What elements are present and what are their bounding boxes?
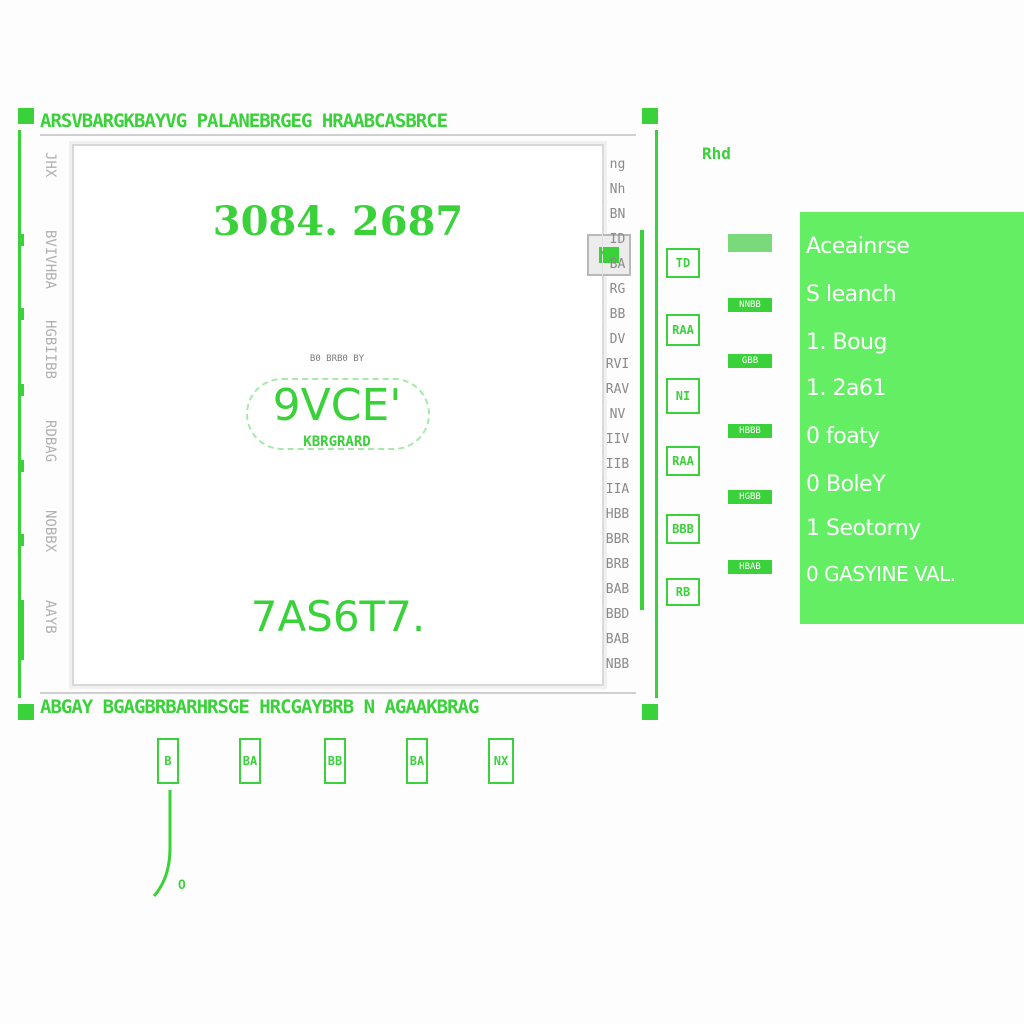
frame-right-border bbox=[655, 130, 658, 698]
left-ruler-label: HGBIIBB bbox=[42, 320, 58, 380]
right-ruler-label: DV bbox=[602, 329, 632, 351]
ruler-marker bbox=[18, 600, 24, 660]
right-ruler-label: BN bbox=[602, 204, 632, 226]
ruler-marker bbox=[18, 308, 24, 320]
right-ruler-label: NBB bbox=[602, 654, 632, 676]
right-ruler-label: RAV bbox=[602, 379, 632, 401]
badge-subtitle: KBRGRARD bbox=[303, 434, 371, 450]
property-chip[interactable]: HBAB bbox=[728, 560, 772, 574]
badge-outline bbox=[246, 378, 430, 450]
tool-export-icon[interactable]: RB bbox=[666, 578, 700, 606]
right-ruler-label: ng bbox=[602, 154, 632, 176]
property-chip[interactable]: GBB bbox=[728, 354, 772, 368]
legend-item[interactable]: Aceainrse bbox=[806, 234, 910, 259]
right-ruler-label: IIA bbox=[602, 479, 632, 501]
corner-handle-top-left[interactable] bbox=[18, 108, 34, 124]
bottom-tab[interactable]: NX bbox=[488, 738, 514, 784]
legend-item[interactable]: 1. Boug bbox=[806, 330, 887, 355]
corner-handle-top-right[interactable] bbox=[642, 108, 658, 124]
right-ruler-label: BA bbox=[602, 254, 632, 276]
right-ruler-label: BAB bbox=[602, 629, 632, 651]
frame-top-title: ARSVBARGKBAYVG PALANEBRGEG HRAABCASBRCE bbox=[40, 110, 448, 132]
right-ruler-label: NV bbox=[602, 404, 632, 426]
workspace-frame: ARSVBARGKBAYVG PALANEBRGEG HRAABCASBRCE … bbox=[18, 108, 658, 720]
property-chip[interactable]: HGBB bbox=[728, 490, 772, 504]
right-ruler-label: Nh bbox=[602, 179, 632, 201]
bottom-tab[interactable]: BA bbox=[239, 738, 261, 784]
color-swatch-button[interactable] bbox=[587, 234, 631, 276]
legend-item[interactable]: 0 BoleY bbox=[806, 472, 886, 497]
right-ruler-label: BAB bbox=[602, 579, 632, 601]
right-ruler-label: BBD bbox=[602, 604, 632, 626]
property-chip[interactable] bbox=[728, 234, 772, 252]
corner-handle-bottom-right[interactable] bbox=[642, 704, 658, 720]
left-ruler-label: RDBAG bbox=[42, 420, 58, 463]
left-ruler-label: JHX bbox=[42, 152, 58, 178]
tool-image-icon[interactable]: RAA bbox=[666, 314, 700, 346]
badge-title: 9VCE' bbox=[272, 380, 402, 431]
legend-item[interactable]: 0 GASYINE VAL. bbox=[806, 562, 956, 586]
left-ruler-label: NOBBX bbox=[42, 510, 58, 553]
left-ruler-label: AAYB bbox=[42, 600, 58, 634]
right-ruler-label: HBB bbox=[602, 504, 632, 526]
tool-text-icon[interactable]: TD bbox=[666, 248, 700, 278]
legend-item[interactable]: 0 foaty bbox=[806, 424, 880, 449]
canvas-headline: 3084. 2687 bbox=[212, 198, 464, 245]
corner-handle-bottom-left[interactable] bbox=[18, 704, 34, 720]
left-ruler[interactable]: JHX BVIVHBA HGBIIBB RDBAG NOBBX AAYB bbox=[18, 130, 62, 698]
legend-panel: Aceainrse S leanch 1. Boug 1. 2a61 0 foa… bbox=[800, 212, 1024, 624]
center-badge[interactable]: B0 BRB0 BY 9VCE' KBRGRARD bbox=[236, 354, 438, 466]
right-ruler-label: RG bbox=[602, 279, 632, 301]
canvas-footer-code: 7AS6T7. bbox=[250, 592, 426, 641]
legend-item[interactable]: S leanch bbox=[806, 282, 897, 307]
side-label: Rhd bbox=[702, 144, 731, 163]
right-ruler-label: BRB bbox=[602, 554, 632, 576]
legend-item[interactable]: 1 Seotorny bbox=[806, 516, 921, 541]
tool-grid-icon[interactable]: BBB bbox=[666, 514, 700, 544]
pointer-label: 0 bbox=[178, 876, 186, 892]
swatch-fill bbox=[599, 247, 619, 263]
frame-bottom-status: ABGAY BGAGBRBARHRSGE HRCGAYBRB N AGAAKBR… bbox=[40, 696, 479, 718]
property-chip[interactable]: HBBB bbox=[728, 424, 772, 438]
bottom-tab[interactable]: BB bbox=[324, 738, 346, 784]
right-ruler-label: BB bbox=[602, 304, 632, 326]
frame-top-divider bbox=[40, 134, 636, 136]
left-ruler-line bbox=[18, 130, 21, 698]
badge-caption: B0 BRB0 BY bbox=[309, 354, 365, 364]
left-ruler-label: BVIVHBA bbox=[42, 230, 58, 290]
right-ruler-label: BBR bbox=[602, 529, 632, 551]
design-canvas[interactable]: 3084. 2687 B0 BRB0 BY 9VCE' KBRGRARD 7AS… bbox=[72, 144, 631, 686]
right-ruler-label: ID bbox=[602, 229, 632, 251]
bottom-tab[interactable]: BA bbox=[406, 738, 428, 784]
legend-item[interactable]: 1. 2a61 bbox=[806, 376, 886, 401]
ruler-marker bbox=[18, 534, 24, 546]
right-ruler-label: IIB bbox=[602, 454, 632, 476]
ruler-marker bbox=[18, 234, 24, 246]
frame-bottom-divider bbox=[40, 692, 636, 694]
right-ruler-label: RVI bbox=[602, 354, 632, 376]
tool-layer-icon[interactable]: NI bbox=[666, 378, 700, 414]
toolbar-divider bbox=[640, 230, 644, 610]
tool-align-icon[interactable]: RAA bbox=[666, 446, 700, 476]
right-ruler-label: IIV bbox=[602, 429, 632, 451]
ruler-marker bbox=[18, 384, 24, 396]
property-chip[interactable]: NNBB bbox=[728, 298, 772, 312]
pointer-line-icon bbox=[152, 790, 172, 897]
ruler-marker bbox=[18, 460, 24, 472]
bottom-tab[interactable]: B bbox=[157, 738, 179, 784]
